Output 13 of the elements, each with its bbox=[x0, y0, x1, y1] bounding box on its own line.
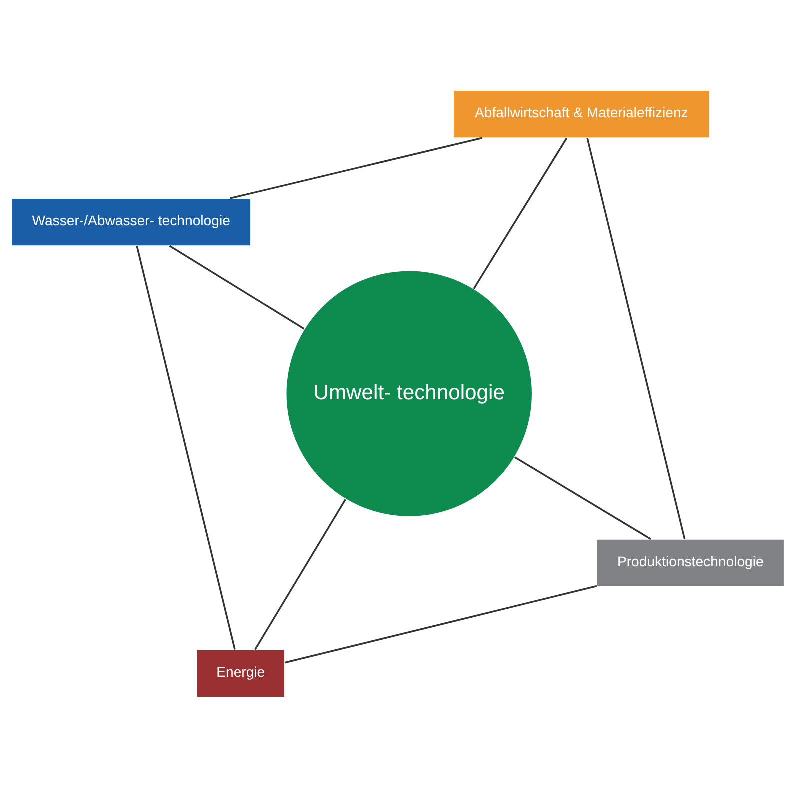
node-box: Abfallwirtschaft & Materialeffizienz bbox=[453, 90, 710, 138]
node-box: Produktionstechnologie bbox=[596, 538, 785, 587]
connector bbox=[169, 244, 305, 330]
connector bbox=[230, 136, 483, 199]
node-box: Wasser-/Abwasser- technologie bbox=[11, 198, 252, 246]
connector bbox=[514, 456, 652, 540]
connector bbox=[586, 137, 686, 540]
connector bbox=[473, 137, 568, 289]
node-circle: Umwelt- technologie bbox=[286, 270, 533, 517]
node-box: Energie bbox=[196, 649, 286, 698]
connector bbox=[284, 584, 598, 664]
connector bbox=[136, 246, 236, 650]
connector bbox=[254, 498, 346, 650]
